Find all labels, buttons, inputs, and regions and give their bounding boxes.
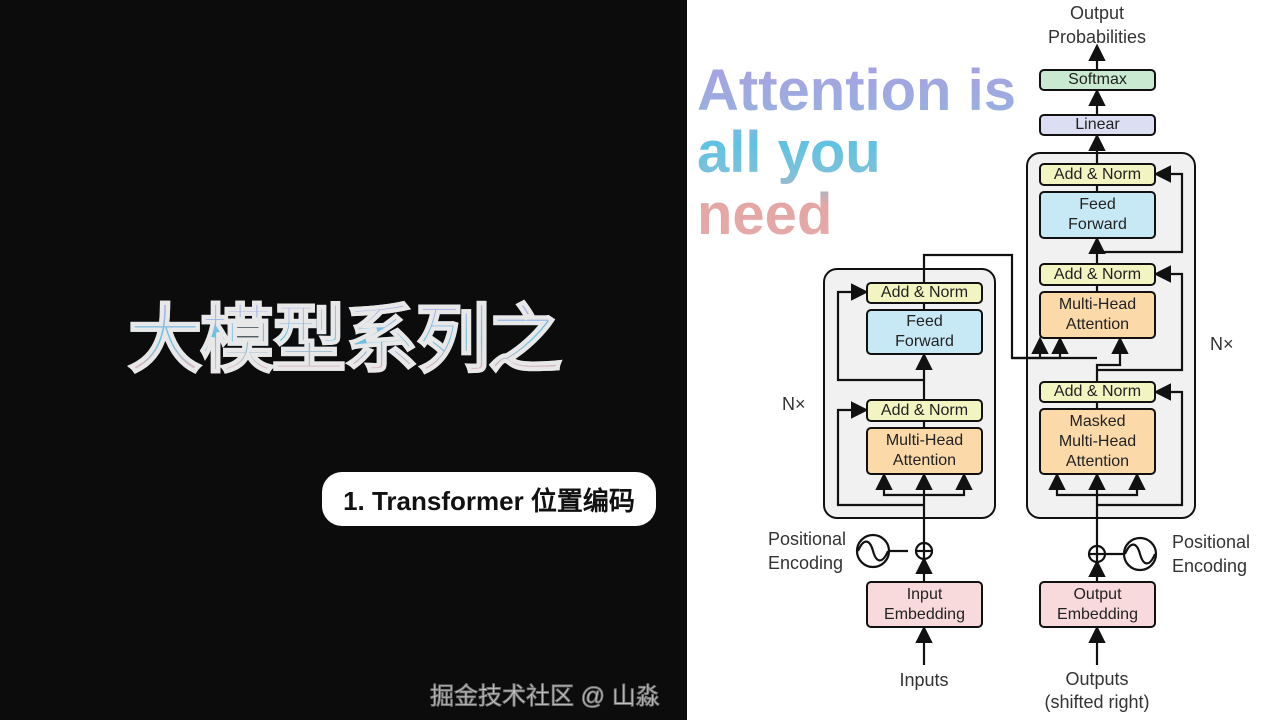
box-label: Multi-Head bbox=[1058, 296, 1137, 313]
inputs-label: Inputs bbox=[899, 670, 949, 690]
episode-badge: 1. Transformer 位置编码 bbox=[322, 472, 656, 526]
paper-title-line: Attention is bbox=[697, 58, 1016, 123]
box-label: Embedding bbox=[1057, 605, 1138, 623]
watermark: 掘金技术社区 @ 山淼 bbox=[430, 683, 661, 711]
box-label: Feed bbox=[906, 313, 943, 330]
box-label: Output bbox=[1073, 585, 1122, 603]
outputs-label: Outputs (shifted right) bbox=[1037, 668, 1157, 714]
box-label: Add & Norm bbox=[880, 401, 969, 419]
label-line: (shifted right) bbox=[1044, 692, 1150, 712]
encoder-add-norm-2: Add & Norm bbox=[866, 282, 983, 304]
box-label: Multi-Head bbox=[885, 432, 964, 449]
series-title: 大模型系列之 bbox=[127, 280, 563, 387]
box-label: Add & Norm bbox=[1053, 383, 1142, 400]
linear-box: Linear bbox=[1039, 114, 1156, 136]
paper-title-line: all you bbox=[697, 120, 881, 185]
box-label: Attention bbox=[892, 452, 957, 469]
paper-title-line: need bbox=[697, 182, 833, 247]
decoder-add-norm-3: Add & Norm bbox=[1039, 163, 1156, 186]
box-label: Forward bbox=[1068, 216, 1127, 233]
box-label: Softmax bbox=[1068, 71, 1127, 88]
label-line: Outputs bbox=[1065, 669, 1129, 689]
box-label: Add & Norm bbox=[880, 284, 969, 301]
cover-left-panel bbox=[0, 0, 687, 720]
softmax-box: Softmax bbox=[1039, 69, 1156, 91]
encoder-add-norm-1: Add & Norm bbox=[866, 399, 983, 422]
box-label: Add & Norm bbox=[1053, 165, 1142, 183]
box-label: Multi-Head bbox=[1058, 432, 1137, 450]
paper-title: Attention is all you need bbox=[697, 60, 1016, 246]
box-label: Add & Norm bbox=[1053, 265, 1142, 283]
decoder-add-norm-2: Add & Norm bbox=[1039, 263, 1156, 286]
box-label: Forward bbox=[895, 333, 954, 350]
box-label: Attention bbox=[1065, 452, 1130, 470]
encoder-nx-label: N× bbox=[782, 394, 806, 414]
label-line: Output bbox=[1069, 3, 1125, 23]
box-label: Feed bbox=[1079, 196, 1116, 213]
label-line: Encoding bbox=[768, 553, 844, 573]
label-line: Positional bbox=[768, 529, 847, 549]
decoder-add-norm-1: Add & Norm bbox=[1039, 381, 1156, 403]
label-line: Probabilities bbox=[1047, 27, 1147, 47]
box-label: Attention bbox=[1065, 316, 1130, 333]
box-label: Masked bbox=[1069, 412, 1126, 430]
label-line: Positional bbox=[1172, 532, 1251, 552]
decoder-nx-label: N× bbox=[1210, 334, 1234, 354]
label-line: Encoding bbox=[1172, 556, 1248, 576]
box-label: Embedding bbox=[884, 605, 965, 623]
box-label: Linear bbox=[1075, 116, 1120, 133]
box-label: Input bbox=[906, 585, 943, 603]
